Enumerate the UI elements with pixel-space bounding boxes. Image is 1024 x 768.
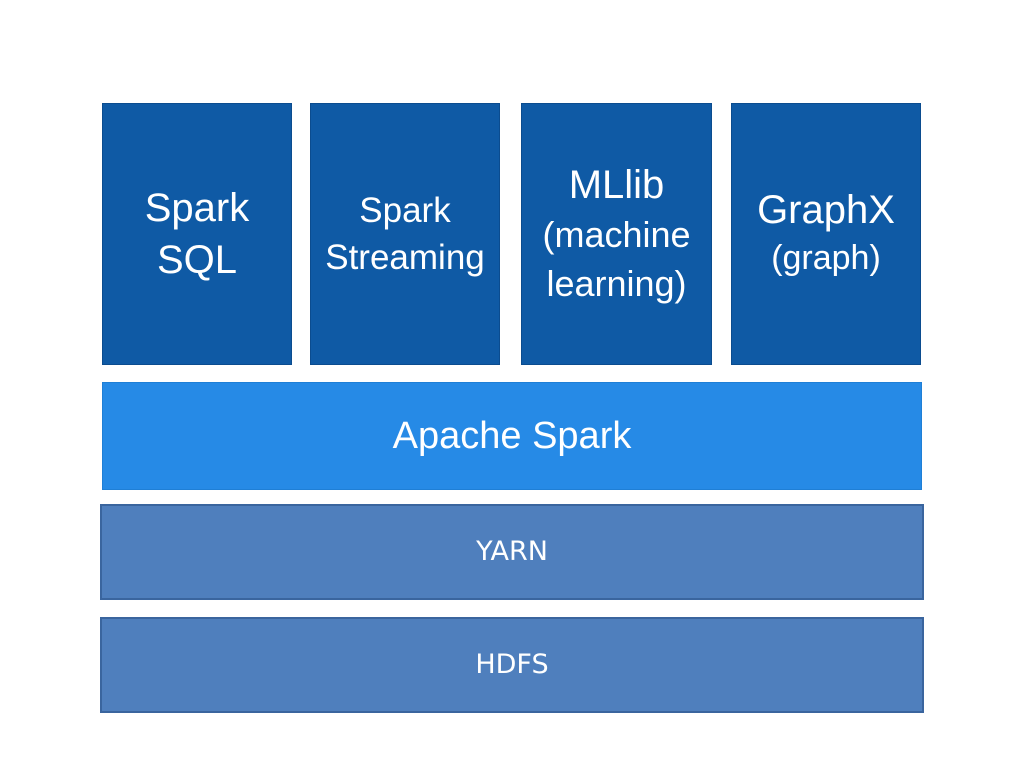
hdfs-label: HDFS xyxy=(475,649,549,680)
mllib-box: MLlib (machine learning) xyxy=(521,103,712,365)
yarn-label: YARN xyxy=(476,536,548,567)
mllib-line-2: (machine xyxy=(542,213,691,255)
apache-spark-label: Apache Spark xyxy=(392,415,632,457)
yarn-layer-box: YARN xyxy=(100,504,924,600)
graphx-line-2: (graph) xyxy=(771,239,881,277)
spark-streaming-line-2: Streaming xyxy=(325,238,485,277)
spark-streaming-box: Spark Streaming xyxy=(310,103,500,365)
spark-sql-line-1: Spark xyxy=(144,186,250,230)
apache-spark-core-box: Apache Spark xyxy=(102,382,922,490)
spark-sql-box: Spark SQL xyxy=(102,103,292,365)
graphx-line-1: GraphX xyxy=(757,188,895,232)
hdfs-layer-box: HDFS xyxy=(100,617,924,713)
mllib-line-1: MLlib xyxy=(568,162,665,207)
spark-sql-line-2: SQL xyxy=(156,238,238,282)
graphx-box: GraphX (graph) xyxy=(731,103,921,365)
mllib-line-3: learning) xyxy=(546,262,687,304)
spark-streaming-line-1: Spark xyxy=(359,191,451,230)
